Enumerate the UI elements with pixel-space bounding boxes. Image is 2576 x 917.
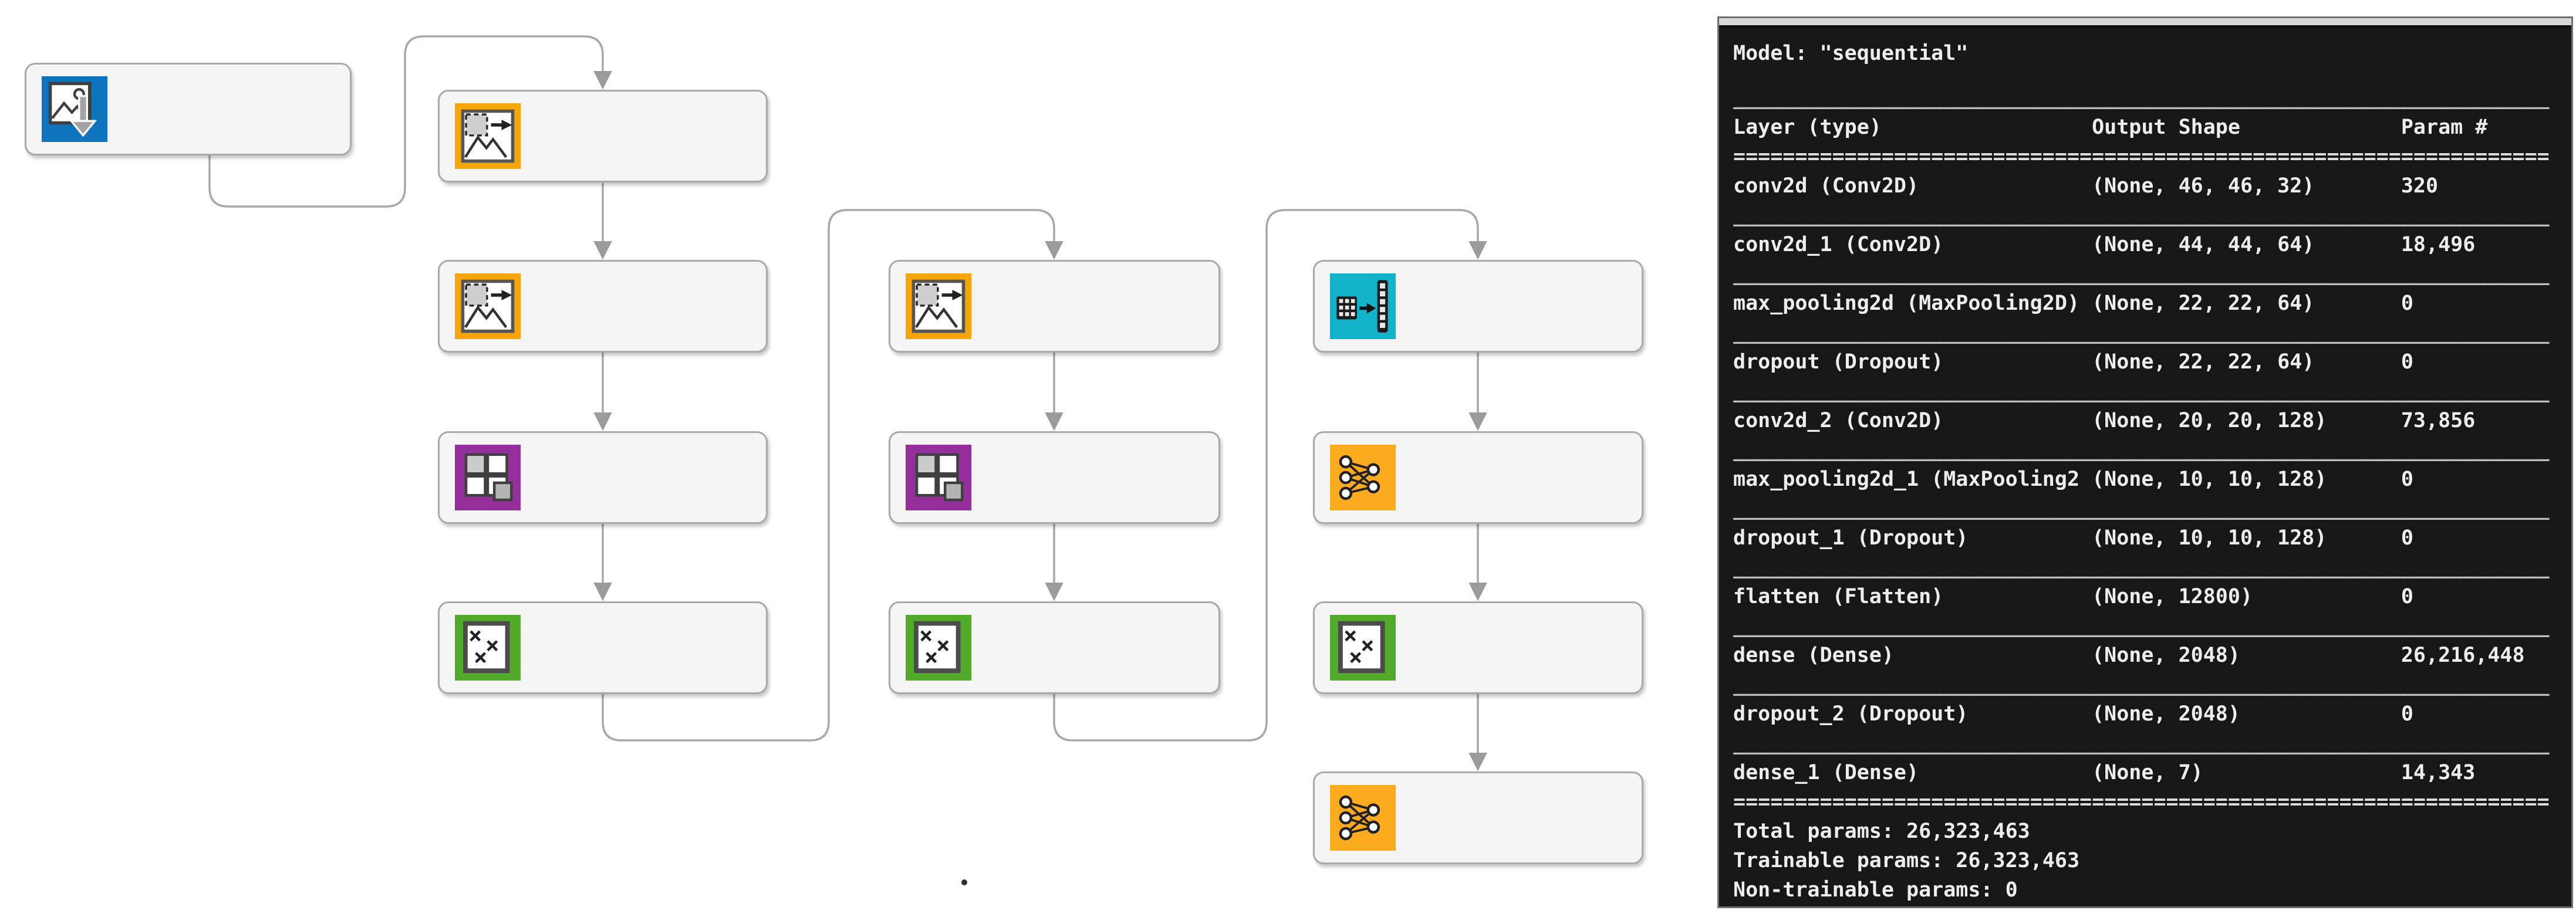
- terminal-total-line: Non-trainable params: 0: [1733, 878, 2018, 902]
- cell-layer: conv2d_1 (Conv2D): [1733, 233, 1944, 256]
- terminal-row: conv2d_2 (Conv2D) (None, 20, 20, 128) 73,8…: [1733, 406, 2557, 435]
- separator: ________________________________________…: [1733, 380, 2550, 403]
- separator: ________________________________________…: [1733, 262, 2550, 286]
- separator: ________________________________________…: [1733, 732, 2550, 755]
- separator: ========================================…: [1733, 790, 2550, 814]
- terminal-row: conv2d_1 (Conv2D) (None, 44, 44, 64) 18,49…: [1733, 230, 2557, 259]
- cell-param: 0: [2401, 585, 2413, 608]
- terminal-header: Layer (type) Output Shape Param #: [1733, 113, 2557, 142]
- imageinput-icon: [42, 76, 107, 142]
- node-flatten[interactable]: [1313, 260, 1643, 353]
- flatten-icon: [1330, 273, 1396, 339]
- cell-shape: (None, 2048): [2092, 702, 2240, 726]
- terminal-row: dense (Dense) (None, 2048) 26,216,448: [1733, 641, 2557, 670]
- node-maxpool_1[interactable]: [438, 431, 768, 524]
- cell-layer: dropout_2 (Dropout): [1733, 702, 1969, 726]
- node-imageinput[interactable]: [25, 63, 352, 155]
- terminal-total-line: Total params: 26,323,463: [1733, 820, 2030, 843]
- terminal-row: dropout_2 (Dropout) (None, 2048) 0: [1733, 699, 2557, 729]
- separator: ________________________________________…: [1733, 614, 2550, 638]
- cell-shape: (None, 10, 10, 128): [2092, 526, 2327, 550]
- cell-shape: Output Shape: [2092, 116, 2240, 139]
- cell-shape: (None, 7): [2092, 761, 2203, 784]
- node-fc_1[interactable]: [1313, 431, 1643, 524]
- terminal-row: dropout_1 (Dropout) (None, 10, 10, 128) 0: [1733, 523, 2557, 553]
- cell-param: 73,856: [2401, 409, 2476, 432]
- cell-shape: (None, 46, 46, 32): [2092, 174, 2315, 198]
- cell-layer: dense (Dense): [1733, 644, 1894, 667]
- cell-shape: (None, 20, 20, 128): [2092, 409, 2327, 432]
- node-fc_2[interactable]: [1313, 772, 1643, 864]
- model-summary-terminal[interactable]: Model: "sequential" ____________________…: [1717, 16, 2573, 908]
- node-conv_2[interactable]: [438, 260, 768, 353]
- cell-shape: (None, 44, 44, 64): [2092, 233, 2315, 256]
- cell-layer: flatten (Flatten): [1733, 585, 1944, 608]
- node-conv_3[interactable]: [889, 260, 1220, 353]
- cell-shape: (None, 22, 22, 64): [2092, 350, 2315, 374]
- separator: ________________________________________…: [1733, 86, 2550, 110]
- terminal-row: conv2d (Conv2D) (None, 46, 46, 32) 320: [1733, 171, 2557, 201]
- conv-icon: [455, 103, 521, 169]
- cell-param: 18,496: [2401, 233, 2476, 256]
- separator: ________________________________________…: [1733, 321, 2550, 344]
- fc-icon: [1330, 445, 1396, 510]
- fc-icon: [1330, 785, 1396, 851]
- separator: ========================================…: [1733, 145, 2550, 168]
- maxpool-icon: [455, 445, 521, 510]
- terminal-row: dense_1 (Dense) (None, 7) 14,343: [1733, 758, 2557, 787]
- separator: ________________________________________…: [1733, 497, 2550, 520]
- terminal-total-line: Trainable params: 26,323,463: [1733, 849, 2080, 872]
- cell-param: 26,216,448: [2401, 644, 2525, 667]
- dropout-icon: [1330, 615, 1396, 681]
- terminal-row: dropout (Dropout) (None, 22, 22, 64) 0: [1733, 347, 2557, 377]
- separator: ________________________________________…: [1733, 204, 2550, 227]
- cell-param: 14,343: [2401, 761, 2476, 784]
- terminal-content: Model: "sequential" ____________________…: [1719, 28, 2571, 906]
- cell-layer: max_pooling2d_1 (MaxPooling2: [1733, 468, 2080, 491]
- cell-param: 320: [2401, 174, 2439, 198]
- cell-param: Param #: [2401, 116, 2488, 139]
- cell-param: 0: [2401, 468, 2413, 491]
- separator: ________________________________________…: [1733, 438, 2550, 462]
- node-maxpool_2[interactable]: [889, 431, 1220, 524]
- node-dropout_3[interactable]: [1313, 601, 1643, 694]
- cell-layer: max_pooling2d (MaxPooling2D): [1733, 292, 2080, 315]
- node-dropout_1[interactable]: [438, 601, 768, 694]
- separator: ________________________________________…: [1733, 673, 2550, 696]
- conv-icon: [455, 273, 521, 339]
- cell-param: 0: [2401, 350, 2413, 374]
- terminal-row: max_pooling2d_1 (MaxPooling2 (None, 10, 1…: [1733, 465, 2557, 494]
- cell-shape: (None, 10, 10, 128): [2092, 468, 2327, 491]
- cell-layer: conv2d_2 (Conv2D): [1733, 409, 1944, 432]
- conv-icon: [906, 273, 971, 339]
- maxpool-icon: [906, 445, 971, 510]
- separator: ________________________________________…: [1733, 905, 2557, 906]
- cell-layer: conv2d (Conv2D): [1733, 174, 1919, 198]
- cell-layer: dense_1 (Dense): [1733, 761, 1919, 784]
- cell-layer: dropout_1 (Dropout): [1733, 526, 1969, 550]
- cell-layer: Layer (type): [1733, 116, 1882, 139]
- cell-param: 0: [2401, 292, 2413, 315]
- terminal-row: max_pooling2d (MaxPooling2D) (None, 22, 2…: [1733, 289, 2557, 318]
- stray-dot: [961, 879, 967, 885]
- node-conv_1[interactable]: [438, 90, 768, 182]
- cell-shape: (None, 2048): [2092, 644, 2240, 667]
- dropout-icon: [455, 615, 521, 681]
- separator: ________________________________________…: [1733, 556, 2550, 579]
- dropout-icon: [906, 615, 971, 681]
- layer-graph[interactable]: [0, 0, 1717, 917]
- terminal-titlebar: [1719, 18, 2571, 28]
- cell-param: 0: [2401, 526, 2413, 550]
- node-dropout_2[interactable]: [889, 601, 1220, 694]
- terminal-model-title: Model: "sequential": [1733, 42, 1969, 65]
- cell-layer: dropout (Dropout): [1733, 350, 1944, 374]
- terminal-row: flatten (Flatten) (None, 12800) 0: [1733, 582, 2557, 611]
- cell-shape: (None, 12800): [2092, 585, 2253, 608]
- cell-param: 0: [2401, 702, 2413, 726]
- cell-shape: (None, 22, 22, 64): [2092, 292, 2315, 315]
